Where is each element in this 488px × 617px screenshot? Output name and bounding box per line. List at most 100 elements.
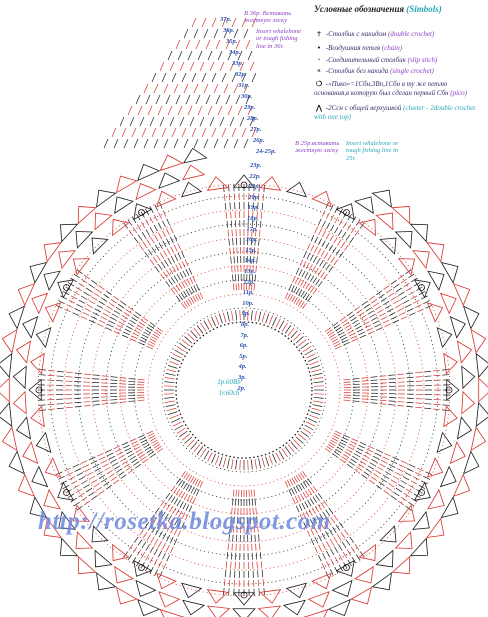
cluster-stitch	[334, 227, 339, 234]
cluster-stitch	[333, 433, 341, 437]
wedge-stitch	[243, 28, 249, 39]
cluster-stitch	[92, 378, 100, 380]
cluster-stitch	[393, 491, 400, 497]
cluster-stitch	[330, 256, 336, 263]
cluster-stitch	[168, 279, 173, 286]
cluster-stitch	[173, 528, 178, 536]
cluster-stitch	[258, 588, 260, 596]
cluster-stitch	[132, 443, 140, 448]
cluster-stitch	[166, 218, 170, 226]
cluster-stitch	[154, 569, 159, 576]
dc-stitch	[193, 327, 201, 336]
cluster-stitch	[291, 295, 296, 303]
cluster-stitch	[156, 254, 161, 261]
cluster-stitch	[379, 375, 387, 377]
round-label: 20р.	[248, 193, 260, 201]
cluster-stitch	[167, 258, 172, 265]
cluster-stitch	[400, 480, 407, 485]
cluster-stitch	[351, 438, 359, 442]
cluster-stitch	[367, 445, 375, 450]
mesh-triangle	[30, 352, 45, 375]
mesh-triangle	[436, 327, 453, 349]
cluster-stitch	[177, 243, 182, 250]
cluster-stitch	[98, 319, 106, 324]
dc-stitch	[307, 357, 318, 362]
wedge-stitch	[143, 138, 149, 149]
cluster-stitch	[148, 435, 156, 440]
mesh-triangle	[15, 340, 32, 364]
cluster-stitch	[232, 238, 234, 246]
dc-stitch	[272, 316, 277, 327]
round-label: 32р.	[235, 71, 247, 78]
cluster-stitch	[151, 247, 156, 254]
cluster-stitch	[330, 517, 336, 524]
cluster-stitch	[114, 310, 121, 315]
cluster-stitch	[354, 544, 360, 551]
note-round-36-ru: В 36р. Вставить жесткую леску	[244, 10, 292, 25]
cluster-stitch	[138, 341, 145, 346]
dc-stitch	[174, 424, 184, 431]
cluster-stitch	[404, 303, 412, 308]
chain-ring	[175, 321, 313, 459]
cluster-stitch	[142, 316, 149, 322]
wedge-stitch	[189, 116, 195, 127]
cluster-stitch	[158, 561, 162, 568]
cluster-stitch	[404, 472, 412, 477]
mesh-triangle	[137, 163, 161, 182]
mesh-triangle	[259, 589, 282, 604]
cluster-stitch	[332, 340, 340, 345]
wedge-stitch	[247, 50, 253, 61]
cluster-symbol-icon: ⋀	[316, 104, 322, 112]
cluster-stitch	[166, 525, 171, 532]
round-label: 3р.	[238, 374, 247, 381]
cluster-stitch	[174, 518, 179, 526]
cluster-stitch	[361, 398, 369, 400]
cluster-stitch	[234, 498, 237, 506]
cluster-stitch	[376, 290, 383, 296]
cluster-stitch	[417, 308, 424, 313]
cluster-stitch	[190, 286, 195, 294]
cluster-stitch	[420, 480, 428, 485]
cluster-stitch	[129, 338, 137, 342]
cluster-stitch	[335, 249, 341, 256]
dc-stitch	[258, 311, 261, 322]
cluster-stitch	[300, 280, 305, 287]
cluster-stitch	[379, 378, 387, 381]
cluster-stitch	[105, 290, 112, 296]
wedge-stitch	[159, 116, 165, 127]
mesh-triangle	[462, 450, 480, 475]
cluster-stitch	[415, 376, 423, 378]
legend-item-cluster: ⋀ -2Ссн с общей верхушкой (cluster - 2do…	[314, 104, 482, 122]
cluster-stitch	[139, 529, 144, 536]
cluster-stitch	[300, 290, 305, 298]
mesh-triangle	[17, 283, 36, 307]
dc-stitch	[290, 330, 298, 339]
cluster-stitch	[186, 278, 191, 286]
round-label: 9р.	[241, 310, 250, 318]
mesh-triangle	[159, 608, 184, 617]
cluster-stitch	[81, 480, 88, 485]
cluster-stitch	[187, 475, 193, 482]
cluster-stitch	[380, 459, 388, 464]
mesh-triangle	[17, 473, 36, 497]
cluster-stitch	[151, 526, 156, 533]
cluster-stitch	[322, 552, 326, 560]
cluster-stitch	[128, 229, 134, 236]
cluster-stitch	[73, 501, 80, 507]
pico-mark	[445, 386, 453, 394]
cluster-stitch	[175, 284, 181, 292]
cluster-stitch	[327, 254, 332, 261]
cluster-stitch	[167, 515, 172, 522]
cluster-stitch	[188, 267, 193, 275]
cluster-stitch	[175, 295, 181, 302]
cluster-stitch	[72, 464, 80, 468]
mesh-triangle	[440, 261, 459, 284]
cluster-stitch	[321, 240, 326, 248]
cluster-stitch	[140, 439, 148, 444]
cluster-stitch	[349, 536, 355, 543]
cluster-stitch	[256, 211, 258, 219]
cluster-stitch	[396, 308, 404, 312]
cluster-stitch	[393, 283, 400, 289]
center-label: 1р.60Вп 1r.60ch	[204, 377, 254, 398]
cluster-stitch	[330, 548, 335, 556]
